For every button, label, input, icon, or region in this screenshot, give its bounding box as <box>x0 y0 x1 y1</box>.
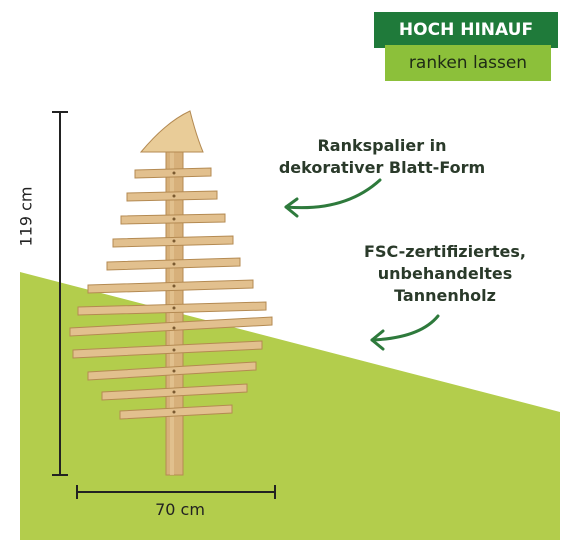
height-dimension-line <box>52 111 68 476</box>
trellis-slat <box>72 340 263 359</box>
trellis-slat <box>87 279 254 294</box>
height-label: 119 cm <box>16 176 36 256</box>
wooden-trellis <box>69 110 273 476</box>
callout-leaf-shape-line1: Rankspalier in <box>317 136 447 155</box>
arrowhead-leaf-shape <box>284 197 299 218</box>
badge-subtitle: ranken lassen <box>385 45 551 81</box>
callout-wood: FSC-zertifiziertes, unbehandeltes Tannen… <box>345 241 545 307</box>
callout-leaf-shape-line2: dekorativer Blatt-Form <box>278 158 486 177</box>
callout-wood-line1: FSC-zertifiziertes, <box>364 242 526 261</box>
arrow-wood <box>370 314 440 342</box>
trellis-slat <box>126 190 218 202</box>
green-ground <box>20 272 560 540</box>
width-dimension-line <box>76 485 276 499</box>
width-label: 70 cm <box>155 500 205 519</box>
badge-title: HOCH HINAUF <box>374 12 558 48</box>
trellis-slat <box>77 301 267 316</box>
trellis-slat <box>69 316 273 337</box>
trellis-tip <box>139 110 204 153</box>
arrowhead-wood <box>370 329 385 351</box>
trellis-slat <box>87 361 257 381</box>
callout-leaf-shape: Rankspalier in dekorativer Blatt-Form <box>262 135 502 179</box>
arrow-leaf-shape <box>284 178 382 210</box>
callout-wood-line2: unbehandeltes <box>377 264 513 283</box>
trellis-slat <box>119 404 233 420</box>
callout-wood-line3: Tannenholz <box>394 286 496 305</box>
height-label-text: 119 cm <box>16 185 36 247</box>
